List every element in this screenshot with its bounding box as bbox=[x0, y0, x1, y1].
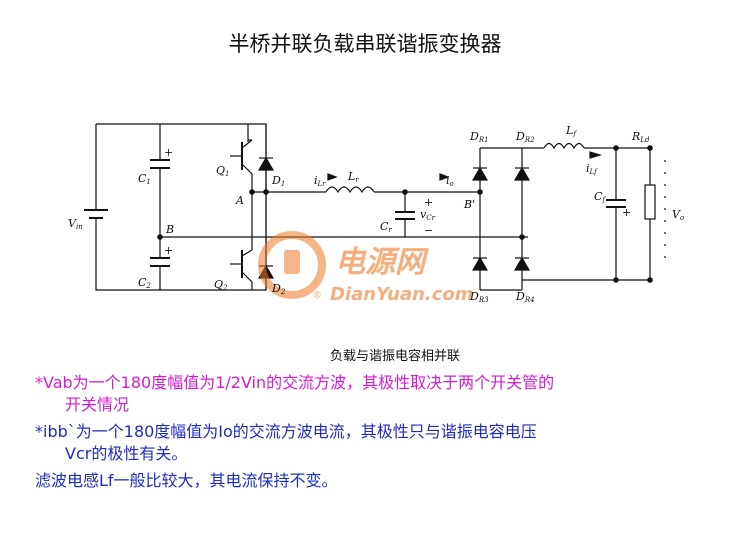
label-bprime: B' bbox=[463, 198, 475, 211]
label-lf: Lf bbox=[565, 124, 577, 138]
bullet-item: *Vab为一个180度幅值为1/2Vin的交流方波，其极性取决于两个开关管的 开… bbox=[35, 372, 725, 416]
wire-top-left bbox=[95, 123, 267, 291]
bullet-item: 滤波电感Lf一般比较大，其电流保持不变。 bbox=[35, 470, 725, 492]
label-c1-plus: + bbox=[164, 146, 173, 159]
label-io: io bbox=[446, 174, 454, 188]
label-vcr: vCr bbox=[420, 208, 436, 222]
label-rld: RLd bbox=[631, 130, 650, 144]
dr1-diode bbox=[471, 166, 489, 181]
bullet-text-continued: 开关情况 bbox=[65, 395, 130, 414]
label-vo: Vo bbox=[672, 208, 684, 222]
bullet-text: 滤波电感Lf一般比较大，其电流保持不变。 bbox=[35, 471, 338, 490]
label-ilf: iLf bbox=[586, 162, 598, 176]
label-cr: Cr bbox=[380, 220, 392, 234]
label-dr4: DR4 bbox=[515, 290, 535, 304]
lr-inductor bbox=[325, 186, 375, 194]
label-d2: D2 bbox=[271, 282, 286, 296]
label-c2-plus: + bbox=[164, 244, 173, 257]
rld-resistor bbox=[644, 184, 656, 220]
label-q1: Q1 bbox=[216, 164, 230, 178]
label-d1: D1 bbox=[271, 174, 285, 188]
label-a: A bbox=[235, 194, 244, 207]
dr2-diode bbox=[513, 166, 531, 181]
bullet-text-continued: Vcr的极性有关。 bbox=[65, 444, 188, 463]
bullet-list: *Vab为一个180度幅值为1/2Vin的交流方波，其极性取决于两个开关管的 开… bbox=[35, 372, 725, 497]
diagram-caption: 负载与谐振电容相并联 bbox=[329, 349, 460, 364]
label-lr: Lr bbox=[347, 170, 359, 184]
watermark-logo-icon bbox=[258, 231, 326, 299]
label-dr1: DR1 bbox=[469, 130, 489, 144]
d1-diode bbox=[257, 156, 275, 171]
bullet-item: *ibb`为一个180度幅值为Io的交流方波电流，其极性只与谐振电容电压 Vcr… bbox=[35, 421, 725, 465]
label-b: B bbox=[165, 223, 174, 236]
bullet-text: *ibb`为一个180度幅值为Io的交流方波电流，其极性只与谐振电容电压 bbox=[35, 422, 537, 441]
watermark-en: DianYuan.com bbox=[330, 284, 474, 305]
watermark-registered: ® bbox=[312, 290, 322, 301]
bullet-text: *Vab为一个180度幅值为1/2Vin的交流方波，其极性取决于两个开关管的 bbox=[35, 373, 555, 392]
dr3-diode bbox=[471, 256, 489, 271]
label-vcr-plus: + bbox=[424, 196, 433, 209]
dr4-diode bbox=[513, 256, 531, 271]
label-vin: Vin bbox=[68, 217, 83, 231]
lf-inductor bbox=[543, 142, 585, 150]
label-dr3: DR3 bbox=[469, 290, 489, 304]
label-cf: Cf bbox=[594, 190, 606, 204]
label-ilr: iLr bbox=[314, 174, 326, 188]
label-q2: Q2 bbox=[214, 278, 228, 292]
label-vcr-minus: − bbox=[424, 224, 433, 237]
label-c2: C2 bbox=[138, 276, 151, 290]
watermark-cn: 电源网 bbox=[335, 245, 429, 280]
circuit-diagram: 电源网 DianYuan.com ® Vin C1 + C2 + B Q1 Q2… bbox=[68, 123, 684, 305]
label-cf-plus: + bbox=[622, 206, 631, 219]
label-dr2: DR2 bbox=[515, 130, 535, 144]
page-title: 半桥并联负载串联谐振变换器 bbox=[228, 32, 502, 56]
label-c1: C1 bbox=[138, 172, 151, 186]
